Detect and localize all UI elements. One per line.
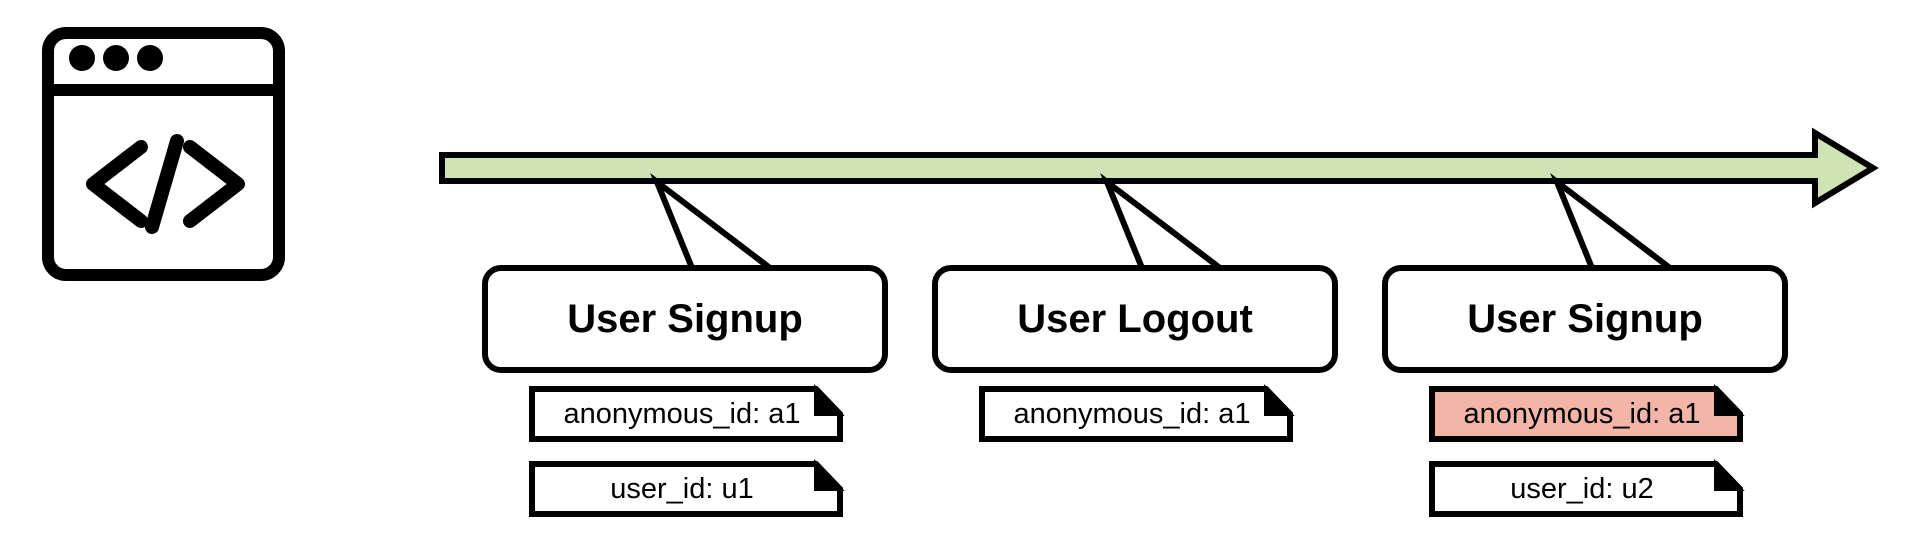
note-fold-e3-p2 — [1714, 459, 1745, 491]
note-body-e2-p1[interactable] — [979, 386, 1293, 442]
note-shape-e1-p2[interactable] — [529, 459, 845, 517]
note-body-e3-p2[interactable] — [1429, 461, 1743, 517]
note-fold-e3-p1 — [1714, 384, 1745, 416]
code-slash-icon — [145, 134, 184, 234]
note-body-e1-p1[interactable] — [529, 386, 843, 442]
code-angle-left-icon — [86, 140, 148, 228]
code-window-icon — [42, 27, 285, 281]
window-dot-1-icon — [69, 45, 95, 71]
note-fold-e2-p1 — [1264, 384, 1295, 416]
event-box-2[interactable] — [932, 265, 1338, 373]
code-angle-right-icon — [183, 140, 245, 228]
event-box-3-shape[interactable] — [1382, 265, 1788, 373]
event-box-2-shape[interactable] — [932, 265, 1338, 373]
window-dot-2-icon — [103, 45, 129, 71]
note-fold-e1-p1 — [814, 384, 845, 416]
callout-tail-event-1 — [650, 172, 772, 271]
note-shape-e3-p1[interactable] — [1429, 384, 1745, 442]
timeline-arrow-shape — [439, 127, 1879, 209]
event-box-1-shape[interactable] — [482, 265, 888, 373]
callout-tails — [650, 172, 1672, 271]
note-body-e1-p2[interactable] — [529, 461, 843, 517]
window-dot-3-icon — [137, 45, 163, 71]
timeline-arrow — [439, 127, 1879, 209]
note-shape-e2-p1[interactable] — [979, 384, 1295, 442]
note-shape-e3-p2[interactable] — [1429, 459, 1745, 517]
callout-tail-event-2 — [1100, 172, 1222, 271]
callout-tail-event-3 — [1550, 172, 1672, 271]
note-shape-e1-p1[interactable] — [529, 384, 845, 442]
event-box-3[interactable] — [1382, 265, 1788, 373]
note-body-e3-p1[interactable] — [1429, 386, 1743, 442]
note-fold-e1-p2 — [814, 459, 845, 491]
event-box-1[interactable] — [482, 265, 888, 373]
